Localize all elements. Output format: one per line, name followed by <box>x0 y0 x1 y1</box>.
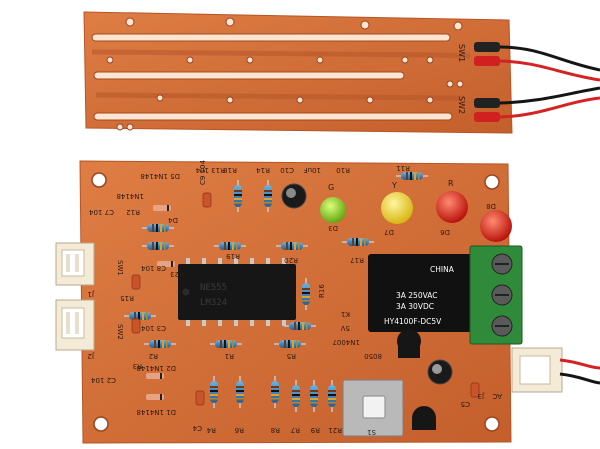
silk-r12: R12 <box>126 208 140 216</box>
silk-d6: D6 <box>440 228 450 236</box>
silk-d5: D5 1N4148 <box>140 172 180 180</box>
silk-d7: D7 <box>384 228 394 236</box>
silk-r: R <box>448 179 454 188</box>
silk-1n4148-a: 1N4148 <box>116 192 144 200</box>
silk-d3: D3 <box>328 224 338 232</box>
silk-c8: C8 104 <box>141 264 166 272</box>
connector-j1 <box>55 242 95 286</box>
silk-s1: S1 <box>367 428 376 436</box>
silk-d1: D1 1N4148 <box>136 408 176 416</box>
silk-r14: R14 <box>256 166 270 174</box>
relay: CHINA 3A 250VAC 3A 30VDC HY4100F-DC5V <box>368 254 476 332</box>
relay-line1: 3A 250VAC <box>396 291 438 300</box>
power-connector <box>511 347 600 393</box>
silk-r19: R19 <box>226 252 240 260</box>
sensor-board: SW1 SW2 <box>83 11 513 134</box>
silk-r5: R5 <box>287 352 296 360</box>
sw1-label: SW1 <box>457 44 466 62</box>
silk-d2: D2 1N4148 <box>136 364 176 372</box>
ic-marking-1: NE555 <box>200 283 227 293</box>
led-red-1 <box>436 191 468 223</box>
silk-sw1: SW1 <box>116 260 124 276</box>
transistor-2 <box>412 406 436 430</box>
silk-j1: J1 <box>87 290 95 298</box>
silk-c3: C3 104 <box>141 324 166 332</box>
silk-r23: R23 <box>170 270 184 278</box>
connector-j2 <box>55 299 95 351</box>
silk-r18: R18 <box>223 166 237 174</box>
silk-r11: R11 <box>396 164 410 172</box>
silk-r8: R8 <box>271 426 280 434</box>
relay-origin: CHINA <box>430 265 455 274</box>
electrolytic-capacitor <box>281 183 453 385</box>
silk-r16: R16 <box>318 284 326 298</box>
silk-k1: K1 <box>341 310 350 318</box>
silk-r4: R4 <box>206 426 216 434</box>
silk-ac: AC <box>492 392 502 400</box>
led-red-2 <box>480 210 512 242</box>
silk-d8: D8 <box>486 202 496 210</box>
silk-d4: D4 <box>168 216 178 224</box>
led-green <box>320 197 346 223</box>
silk-r7: R7 <box>291 426 300 434</box>
sensor-wires <box>499 45 600 119</box>
silk-r20: R20 <box>284 256 298 264</box>
silk-r10: R10 <box>336 166 350 174</box>
silk-r15: R15 <box>120 294 134 302</box>
led-yellow <box>381 192 413 224</box>
silk-c4: C4 <box>192 424 202 432</box>
relay-model: HY4100F-DC5V <box>384 317 442 326</box>
silk-1n4007: 1N4007 <box>332 338 360 346</box>
silk-r17: R17 <box>350 256 364 264</box>
transistor-1 <box>397 329 422 358</box>
silk-j2: J2 <box>87 352 95 360</box>
silk-y: Y <box>391 181 397 190</box>
silk-c7: C7 104 <box>89 208 114 216</box>
silk-5v: 5V <box>341 324 350 332</box>
main-board: NE555 LM324 <box>55 160 600 444</box>
terminal-block <box>469 245 523 345</box>
push-button <box>342 379 404 437</box>
silk-sw2: SW2 <box>116 324 124 340</box>
silk-c5: C5 <box>461 400 470 408</box>
silk-r2: R2 <box>149 352 158 360</box>
silk-8050-a: 8050 <box>364 352 382 360</box>
silk-10uf: 10uF <box>304 166 321 174</box>
sw2-label: SW2 <box>457 96 466 114</box>
silk-r9: R9 <box>311 426 320 434</box>
silk-r13: R13 104 <box>195 166 225 174</box>
silk-r21: R21 <box>328 426 342 434</box>
silk-j3: J3 <box>477 392 485 400</box>
sensor-slot-2 <box>93 71 405 80</box>
silk-r3: R3 <box>133 362 142 370</box>
silk-c9: C9 104 <box>199 160 207 185</box>
sensor-slot-3 <box>93 112 453 121</box>
silk-g: G <box>328 183 334 192</box>
silk-r6: R6 <box>234 426 244 434</box>
relay-line2: 3A 30VDC <box>396 302 434 311</box>
sensor-slot-1 <box>91 33 451 42</box>
silk-c2: C2 104 <box>91 376 116 384</box>
silk-r1: R1 <box>225 352 234 360</box>
ic-chip: NE555 LM324 <box>178 258 296 326</box>
ic-marking-2: LM324 <box>200 298 227 308</box>
silkscreen-labels: D5 1N4148 C9 104 R18 R13 104 R14 C10 10u… <box>87 160 502 436</box>
silk-c10: C10 <box>280 166 294 174</box>
